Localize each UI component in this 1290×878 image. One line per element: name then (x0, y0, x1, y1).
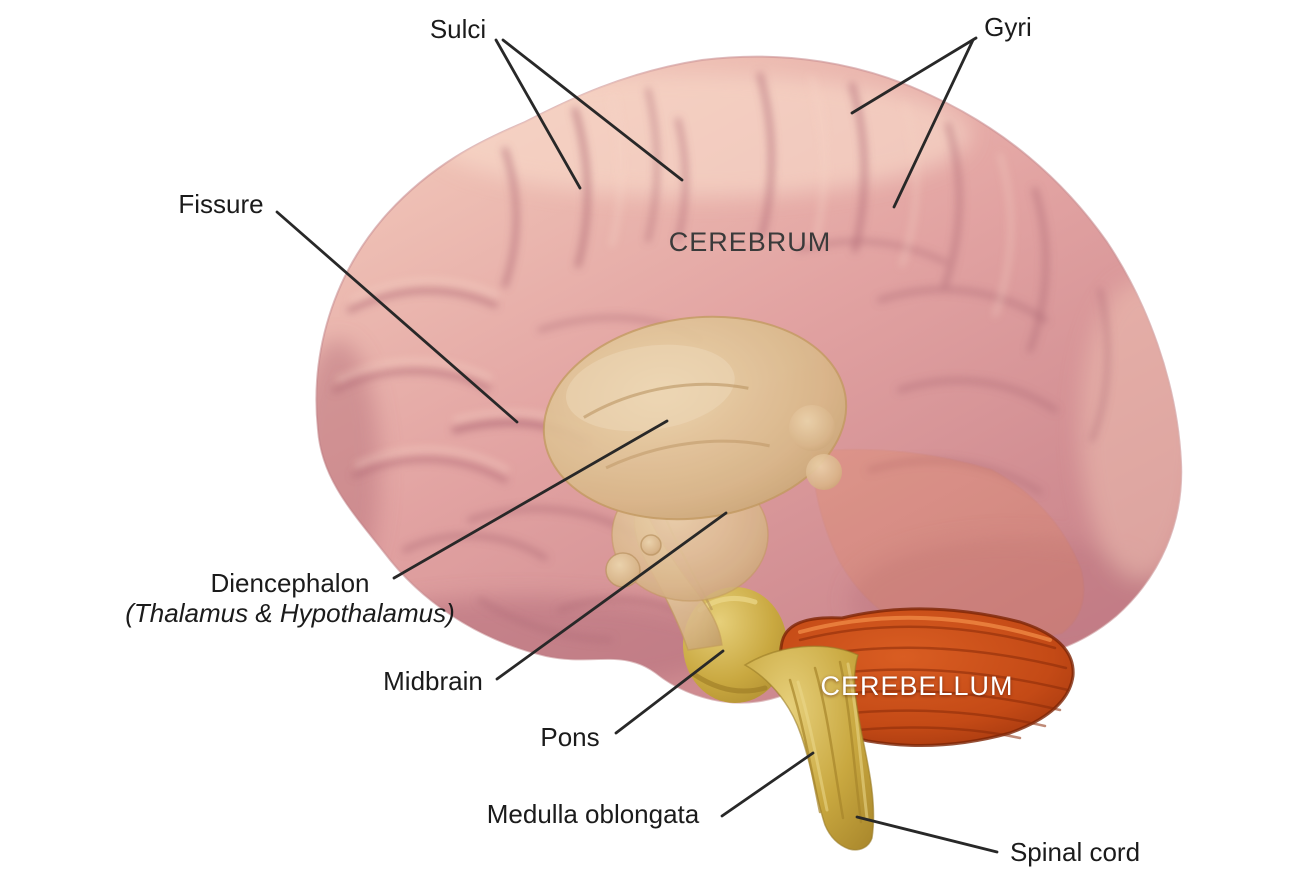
gyri-leader-line-1 (850, 36, 978, 115)
spinal-cord-leader-line (855, 815, 999, 854)
label-fissure: Fissure (178, 189, 264, 219)
sulci-grooves (332, 72, 1111, 643)
label-pons: Pons (540, 722, 600, 752)
thalamus-region (542, 315, 848, 521)
label-medulla-oblongata: Medulla oblongata (486, 799, 700, 829)
diencephalon-leader-line (392, 419, 669, 580)
label-diencephalon-line2: (Thalamus & Hypothalamus) (125, 598, 455, 628)
label-cerebrum: CEREBRUM (668, 227, 832, 257)
label-sulci: Sulci (429, 14, 487, 44)
thalamus-knob (806, 454, 842, 490)
label-gyri: Gyri (984, 12, 1032, 42)
thalamus-knob (789, 405, 835, 451)
infundibulum (640, 534, 662, 556)
label-diencephalon: Diencephalon (Thalamus & Hypothalamus) (125, 568, 454, 628)
leader-lines (275, 36, 999, 854)
label-spinal-cord: Spinal cord (1009, 837, 1141, 867)
gyri-leader-line-2 (892, 38, 975, 209)
diencephalon-region (542, 315, 848, 651)
cerebellum-ghost-overlay (810, 448, 1085, 644)
fissure-leader-line (275, 210, 519, 424)
medulla-leader-line (720, 751, 815, 818)
cerebellum-highlight (798, 615, 1052, 642)
sulci-leader-line-2 (501, 38, 684, 182)
sulci-leader-line-1 (494, 38, 582, 190)
pons-leader-line (614, 649, 725, 735)
medulla-light-bands (796, 662, 869, 820)
cerebrum-highlight (430, 73, 970, 197)
medulla-ridges (788, 660, 863, 824)
label-cerebellum: CEREBELLUM (820, 671, 1014, 701)
pituitary-gland (605, 552, 641, 588)
label-midbrain: Midbrain (383, 666, 483, 696)
medulla-spinal-region (743, 645, 875, 851)
midbrain-leader-line (495, 511, 728, 681)
label-diencephalon-line1: Diencephalon (210, 568, 370, 598)
